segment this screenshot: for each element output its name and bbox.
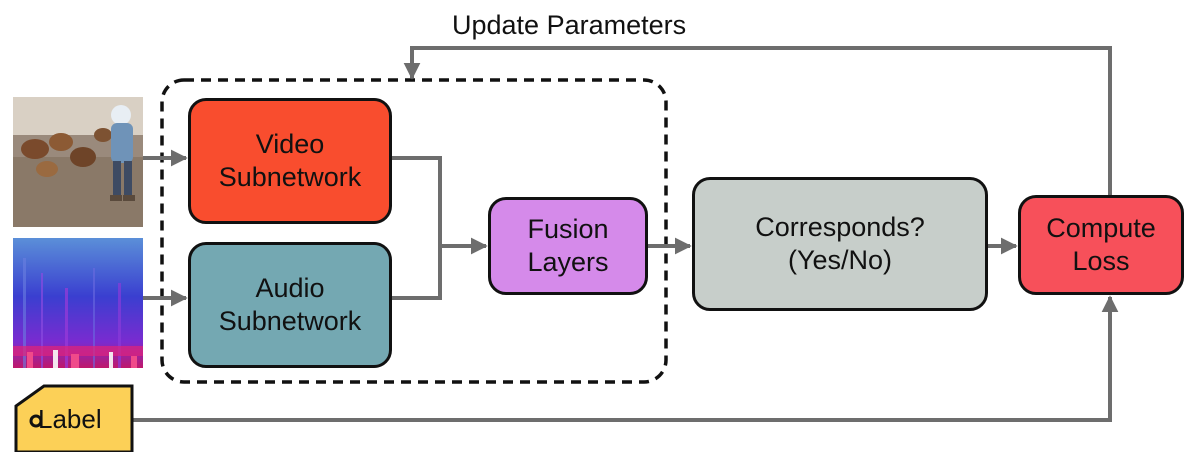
video-subnetwork-line2: Subnetwork xyxy=(218,162,362,192)
corresponds-box: Corresponds? (Yes/No) xyxy=(692,177,988,311)
arrow-update-parameters xyxy=(403,46,1112,195)
label-tag-icon xyxy=(14,384,134,452)
corresponds-line2: (Yes/No) xyxy=(787,245,893,275)
audio-subnetwork-box: Audio Subnetwork xyxy=(188,242,392,368)
fusion-layers-line2: Layers xyxy=(527,247,609,277)
update-parameters-label: Update Parameters xyxy=(452,10,687,40)
audio-subnetwork-line1: Audio xyxy=(255,273,325,304)
corresponds-line1: Corresponds? xyxy=(755,212,925,243)
audio-subnetwork-line2: Subnetwork xyxy=(218,306,362,336)
arrow-label-to-loss xyxy=(132,295,1119,422)
video-subnetwork-box: Video Subnetwork xyxy=(188,98,392,224)
model-group-boundary xyxy=(160,78,668,384)
label-tag-hole-icon xyxy=(29,414,43,428)
video-subnetwork-line1: Video xyxy=(255,129,325,160)
fusion-layers-line1: Fusion xyxy=(527,214,609,245)
spectrogram-thumbnail xyxy=(13,238,143,368)
label-tag-text: Label xyxy=(38,404,102,434)
connector-audio-to-fusion xyxy=(392,246,442,300)
compute-loss-line2: Loss xyxy=(1072,246,1130,276)
compute-loss-line1: Compute xyxy=(1046,213,1156,244)
compute-loss-box: Compute Loss xyxy=(1018,195,1184,295)
video-frame-thumbnail xyxy=(13,97,143,227)
fusion-layers-box: Fusion Layers xyxy=(488,197,648,295)
connector-video-to-fusion xyxy=(392,156,442,246)
